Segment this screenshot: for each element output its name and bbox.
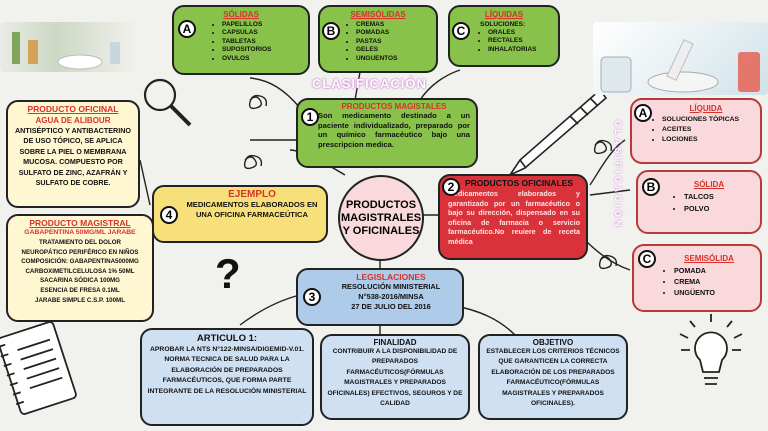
- semisolida-title: SEMISÓLIDA: [684, 254, 734, 263]
- semisolida-list: POMADA CREMA UNGÜENTO: [634, 265, 760, 298]
- solida-list: TALCOS POLVO: [638, 191, 760, 215]
- text-line: COMPOSICIÓN: GABAPENTINA5000MG: [21, 258, 139, 266]
- magistrales-title: PRODUCTOS MAGISTALES: [341, 102, 447, 111]
- producto-oficinal-text: ANTISÉPTICO Y ANTIBACTERINO DE USO TÓPIC…: [14, 126, 132, 188]
- list-item: CREMA: [674, 276, 760, 287]
- objetivo-text: ESTABLECER LOS CRITERIOS TÉCNICOS QUE GA…: [486, 348, 620, 408]
- label-a-liquida: A: [634, 104, 652, 122]
- solidas-box: SÓLIDAS PAPELILLOS CAPSULAS TABLETAS SUP…: [172, 5, 310, 75]
- producto-magistral-box: PRODUCTO MAGISTRAL GABAPENTINA 50MG/ML J…: [6, 214, 154, 322]
- list-item: SOLUCIONES TÓPICAS: [662, 115, 760, 125]
- legislaciones-title: LEGISLACIONES: [356, 272, 426, 282]
- text-line: ESENCIA DE FRESA 0.1ML: [40, 286, 120, 294]
- text-line: NEUROPÁTICO PERIFÉRICO EN NIÑOS: [21, 248, 139, 256]
- list-item: ORALES: [488, 29, 558, 37]
- liquida-title: LÍQUIDA: [689, 104, 723, 113]
- text-line: N°538-2016/MINSA: [358, 292, 424, 301]
- list-item: ACEITES: [662, 125, 760, 135]
- articulo-text: APROBAR LA NTS N°122-MINSA/DIGEMID-V.01.…: [147, 346, 307, 395]
- objetivo-box: OBJETIVO ESTABLECER LOS CRITERIOS TÉCNIC…: [478, 334, 628, 420]
- producto-oficinal-box: PRODUCTO OFICINAL AGUA DE ALIBOUR ANTISÉ…: [6, 100, 140, 208]
- legislaciones-lines: RESOLUCIÓN MINISTERIAL N°538-2016/MINSA …: [320, 282, 462, 312]
- text-line: CARBOXIMETILCELULOSA 1% 50ML: [25, 267, 135, 275]
- liquida-list: SOLUCIONES TÓPICAS ACEITES LOCIONES: [632, 115, 760, 145]
- notebook-icon: [0, 321, 77, 415]
- label-c-liquidas: C: [452, 22, 470, 40]
- producto-magistral-lines: TRATAMIENTO DEL DOLOR NEUROPÁTICO PERIFÉ…: [11, 238, 149, 305]
- list-item: TALCOS: [684, 191, 760, 203]
- label-1: 1: [301, 108, 319, 126]
- producto-oficinal-subtitle: AGUA DE ALIBOUR: [35, 116, 111, 125]
- legislaciones-box: LEGISLACIONES RESOLUCIÓN MINISTERIAL N°5…: [296, 268, 464, 326]
- clasificacion-vertical: CLASIFICACIÓN: [613, 120, 623, 230]
- clasificacion-label: CLASIFICACIÓN: [312, 76, 427, 91]
- oficinales-text: Medicamentos elaborados y garantizado po…: [448, 189, 580, 246]
- text-line: RESOLUCIÓN MINISTERIAL: [341, 282, 441, 291]
- ejemplo-box: EJEMPLO MEDICAMENTOS ELABORADOS EN UNA O…: [152, 185, 328, 243]
- oficinales-title: PRODUCTOS OFICINALES: [465, 178, 573, 188]
- liquidas-soluciones: SOLUCIONES:: [480, 21, 526, 28]
- label-3: 3: [303, 288, 321, 306]
- text-line: 27 DE JULIO DEL 2016: [351, 302, 431, 311]
- label-c-semisolida: C: [638, 250, 656, 268]
- magnifier-icon: [143, 78, 192, 127]
- list-item: CAPSULAS: [222, 29, 308, 37]
- articulo-title: ARTICULO 1:: [196, 333, 258, 344]
- ejemplo-text: MEDICAMENTOS ELABORADOS EN UNA OFICINA F…: [186, 200, 318, 219]
- list-item: POMADAS: [356, 29, 436, 37]
- list-item: SUPOSITORIOS: [222, 46, 308, 54]
- label-4: 4: [160, 206, 178, 224]
- label-a-solidas: A: [178, 20, 196, 38]
- finalidad-box: FINALIDAD CONTRIBUIR A LA DISPONIBILIDAD…: [320, 334, 470, 420]
- producto-magistral-subtitle: GABAPENTINA 50MG/ML JARABE: [24, 229, 136, 236]
- lightbulb-icon: [679, 314, 743, 385]
- liquidas-title: LÍQUIDAS: [484, 10, 524, 19]
- label-b-semisolidas: B: [322, 22, 340, 40]
- objetivo-title: OBJETIVO: [532, 338, 574, 347]
- list-item: PASTAS: [356, 38, 436, 46]
- question-mark-icon: ?: [215, 250, 241, 297]
- list-item: POMADA: [674, 265, 760, 276]
- semisolidas-box: SEMISÓLIDAS CREMAS POMADAS PASTAS GELES …: [318, 5, 438, 73]
- list-item: POLVO: [684, 203, 760, 215]
- label-b-solida: B: [642, 178, 660, 196]
- list-item: UNGÜENTO: [674, 287, 760, 298]
- central-title: PRODUCTOS MAGISTRALES Y OFICINALES: [338, 175, 424, 261]
- text-line: TRATAMIENTO DEL DOLOR: [38, 239, 122, 246]
- magistrales-text: Son medicamento destinado a un paciente …: [318, 111, 470, 149]
- ejemplo-title: EJEMPLO: [228, 189, 276, 200]
- list-item: TABLETAS: [222, 38, 308, 46]
- spiral-doodle: [243, 94, 618, 270]
- magistrales-box: PRODUCTOS MAGISTALES Son medicamento des…: [296, 98, 478, 168]
- list-item: LOCIONES: [662, 135, 760, 145]
- lab-photo-right: [593, 22, 768, 95]
- pencil-icon: [507, 88, 608, 177]
- articulo-box: ARTICULO 1: APROBAR LA NTS N°122-MINSA/D…: [140, 328, 314, 426]
- text-line: JARABE SIMPLE C.S.P. 100ML: [35, 296, 125, 304]
- list-item: UNGUENTOS: [356, 55, 436, 63]
- semisolidas-title: SEMISÓLIDAS: [350, 10, 406, 19]
- solida-title: SÓLIDA: [693, 180, 725, 189]
- list-item: RECTALES: [488, 37, 558, 45]
- text-line: SACARINA SÓDICA 100MG: [40, 277, 120, 285]
- lab-photo-left: [0, 22, 140, 72]
- list-item: PAPELILLOS: [222, 21, 308, 29]
- solidas-title: SÓLIDAS: [223, 10, 259, 19]
- liquida-box: LÍQUIDA SOLUCIONES TÓPICAS ACEITES LOCIO…: [630, 98, 762, 164]
- oficinales-box: PRODUCTOS OFICINALES Medicamentos elabor…: [438, 174, 588, 260]
- label-2: 2: [442, 178, 460, 196]
- solidas-list: PAPELILLOS CAPSULAS TABLETAS SUPOSITORIO…: [174, 21, 308, 63]
- list-item: GELES: [356, 46, 436, 54]
- list-item: CREMAS: [356, 21, 436, 29]
- finalidad-text: CONTRIBUIR A LA DISPONIBILIDAD DE PREPAR…: [327, 348, 463, 408]
- producto-oficinal-title: PRODUCTO OFICINAL: [27, 104, 119, 114]
- list-item: INHALATORIAS: [488, 46, 558, 54]
- liquidas-list: ORALES RECTALES INHALATORIAS: [450, 29, 558, 54]
- list-item: OVULOS: [222, 55, 308, 63]
- semisolidas-list: CREMAS POMADAS PASTAS GELES UNGUENTOS: [320, 21, 436, 63]
- producto-magistral-title: PRODUCTO MAGISTRAL: [29, 218, 131, 228]
- finalidad-title: FINALIDAD: [373, 338, 417, 347]
